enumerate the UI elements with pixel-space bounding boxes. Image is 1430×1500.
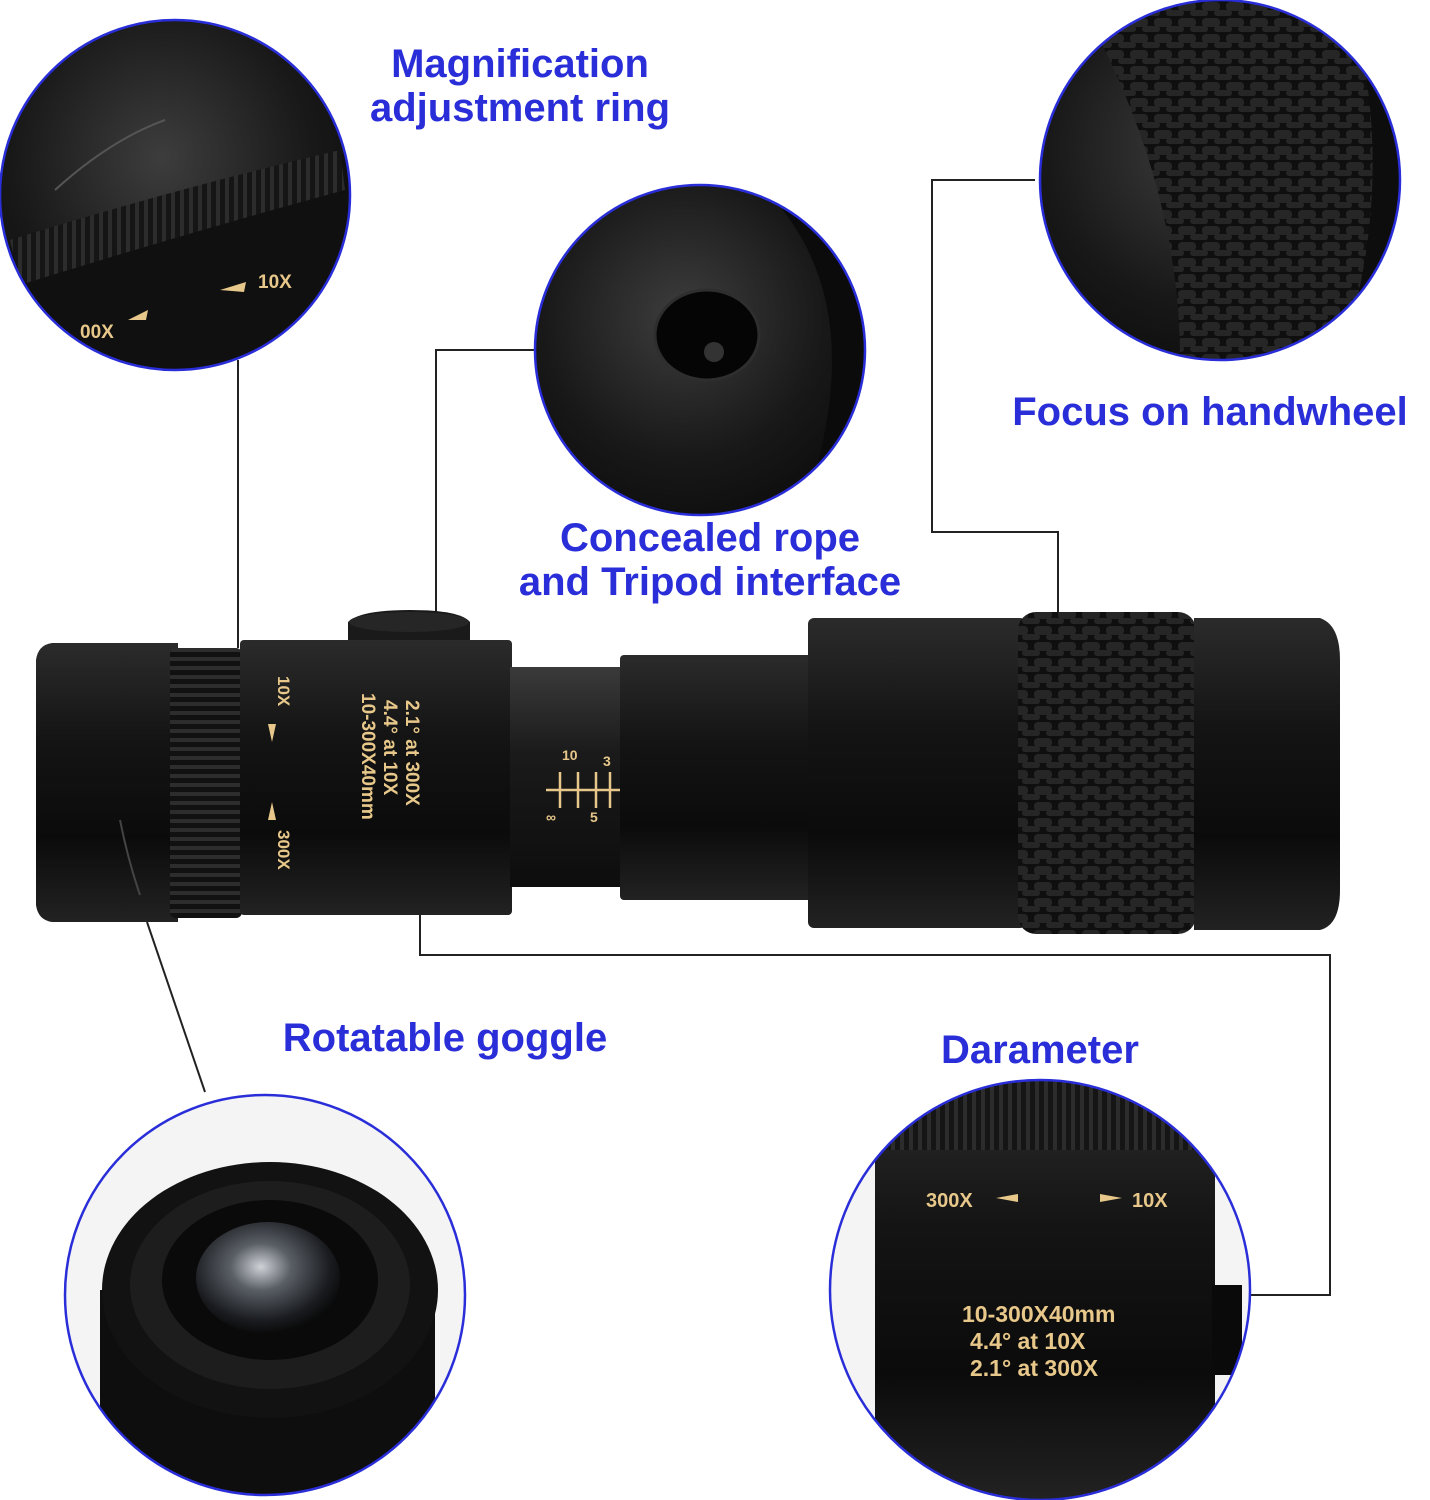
mag-low-arrow	[268, 724, 276, 742]
tripod-interface-frame	[533, 183, 867, 517]
tripod-label-line1: Concealed rope	[559, 516, 861, 560]
tripod-interface-detail	[535, 185, 865, 515]
rotatable-goggle-label: Rotatable goggle	[282, 1016, 608, 1060]
diam-mark-300x: 300X	[926, 1190, 973, 1212]
focus-scale-infinity: ∞	[546, 809, 556, 825]
focus-handwheel-label: Focus on handwheel	[1012, 390, 1408, 434]
focus-scale-5: 5	[590, 809, 598, 825]
rotatable-goggle-frame	[63, 1093, 467, 1497]
diam-arrow-300x	[996, 1194, 1018, 1202]
diam-spec-line-2: 4.4° at 10X	[970, 1328, 1086, 1354]
spec-line-2: 4.4° at 10X	[379, 700, 400, 796]
tripod-label-line2: and Tripod interface	[518, 560, 902, 604]
ring-mark-300x: 00X	[80, 322, 114, 343]
magnification-ring-label: Magnification adjustment ring	[330, 42, 710, 130]
diameter-label: Darameter	[941, 1028, 1139, 1072]
tripod-interface-label: Concealed rope and Tripod interface	[480, 516, 940, 604]
diam-spec-line-1: 10-300X40mm	[962, 1301, 1115, 1327]
telescope-body	[36, 610, 1340, 934]
ring-arrow-300x	[128, 310, 148, 320]
diameter-detail: 300X 10X 10-300X40mm 4.4° at 10X 2.1° at…	[830, 1080, 1250, 1500]
magnification-ring-detail: 10X 00X	[0, 20, 350, 370]
diam-mark-10x: 10X	[1132, 1190, 1168, 1212]
focus-scale	[546, 772, 620, 808]
focus-handwheel-frame	[1038, 0, 1402, 362]
mag-high-mark: 300X	[274, 830, 293, 870]
focus-scale-10: 10	[562, 747, 578, 763]
leader-lines	[146, 179, 1331, 1296]
magnification-label-line1: Magnification	[391, 42, 649, 86]
mag-high-arrow	[268, 802, 276, 820]
diam-spec-line-3: 2.1° at 300X	[970, 1355, 1099, 1381]
mag-low-mark: 10X	[274, 676, 293, 707]
focus-handwheel-detail	[1040, 0, 1400, 360]
focus-scale-3: 3	[603, 753, 611, 769]
diameter-frame	[828, 1078, 1252, 1500]
rotatable-goggle-detail	[65, 1095, 465, 1495]
focus-scale-numbers: 3 5 10 ∞	[546, 747, 611, 825]
spec-line-3: 2.1° at 300X	[401, 700, 422, 806]
ring-arrow-10x	[220, 282, 246, 292]
spec-line-1: 10-300X40mm	[357, 693, 378, 820]
magnification-ring-frame	[0, 18, 352, 372]
magnification-label-line2: adjustment ring	[369, 86, 671, 130]
ring-mark-10x: 10X	[258, 272, 292, 293]
body-markings: 10X 300X 10-300X40mm 4.4° at 10X 2.1° at…	[268, 676, 422, 870]
diam-arrow-10x	[1100, 1194, 1122, 1202]
